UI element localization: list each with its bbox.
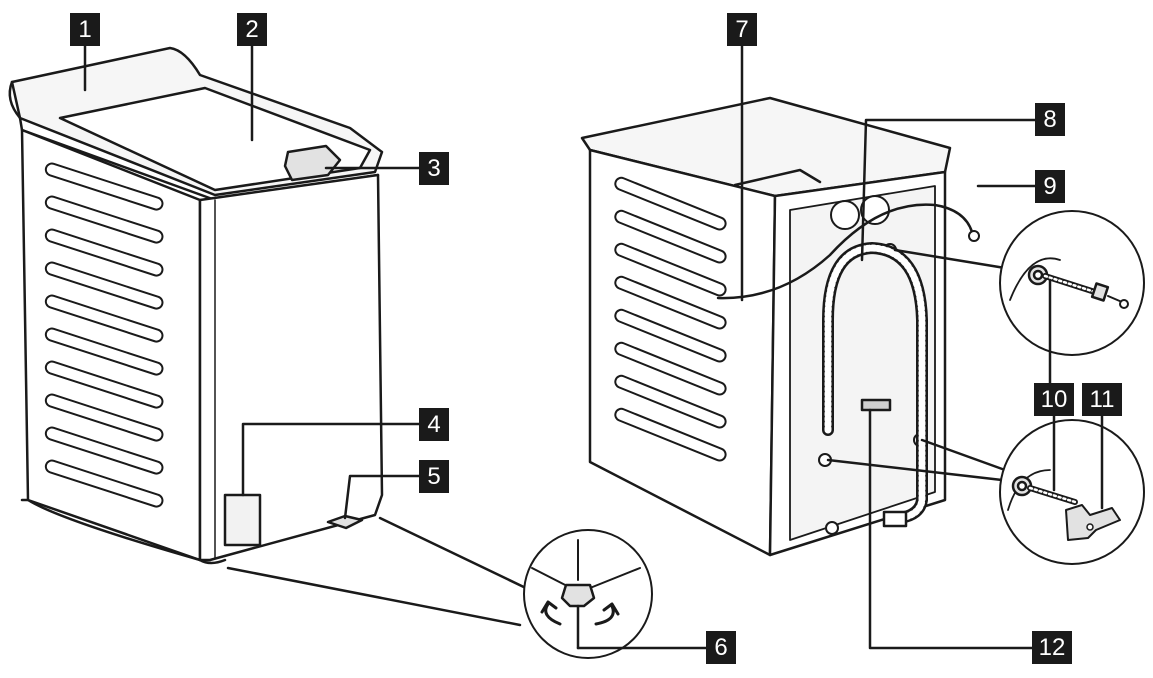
transit-bolt-detail-upper [999,210,1145,385]
adjustable-foot-detail [523,529,708,659]
washer-front-view [8,44,532,627]
rotate-arrow-left [540,600,562,626]
callout-6: 6 [706,631,736,664]
callout-5: 5 [419,460,449,493]
callout-11: 11 [1082,383,1122,416]
washer-rear-view [580,44,1037,650]
callout-2: 2 [237,13,267,46]
rating-plate-sticker [223,493,262,547]
callout-1: 1 [70,13,100,46]
rotate-arrow-right [594,602,620,626]
service-label [860,398,892,412]
callout-10: 10 [1034,383,1074,416]
side-vent-slots [44,162,164,508]
callout-8: 8 [1035,103,1065,136]
transit-bolt-cap [1065,504,1121,541]
lid-handle [283,144,342,182]
callout-9: 9 [1035,170,1065,203]
transit-bolt-detail-lower [999,414,1145,565]
adjustable-foot [560,583,596,608]
callout-7: 7 [727,13,757,46]
callout-3: 3 [419,152,449,185]
callout-12: 12 [1032,631,1072,664]
rear-vent-slots [614,176,727,462]
callout-4: 4 [419,408,449,441]
front-foot-tab [326,514,364,530]
